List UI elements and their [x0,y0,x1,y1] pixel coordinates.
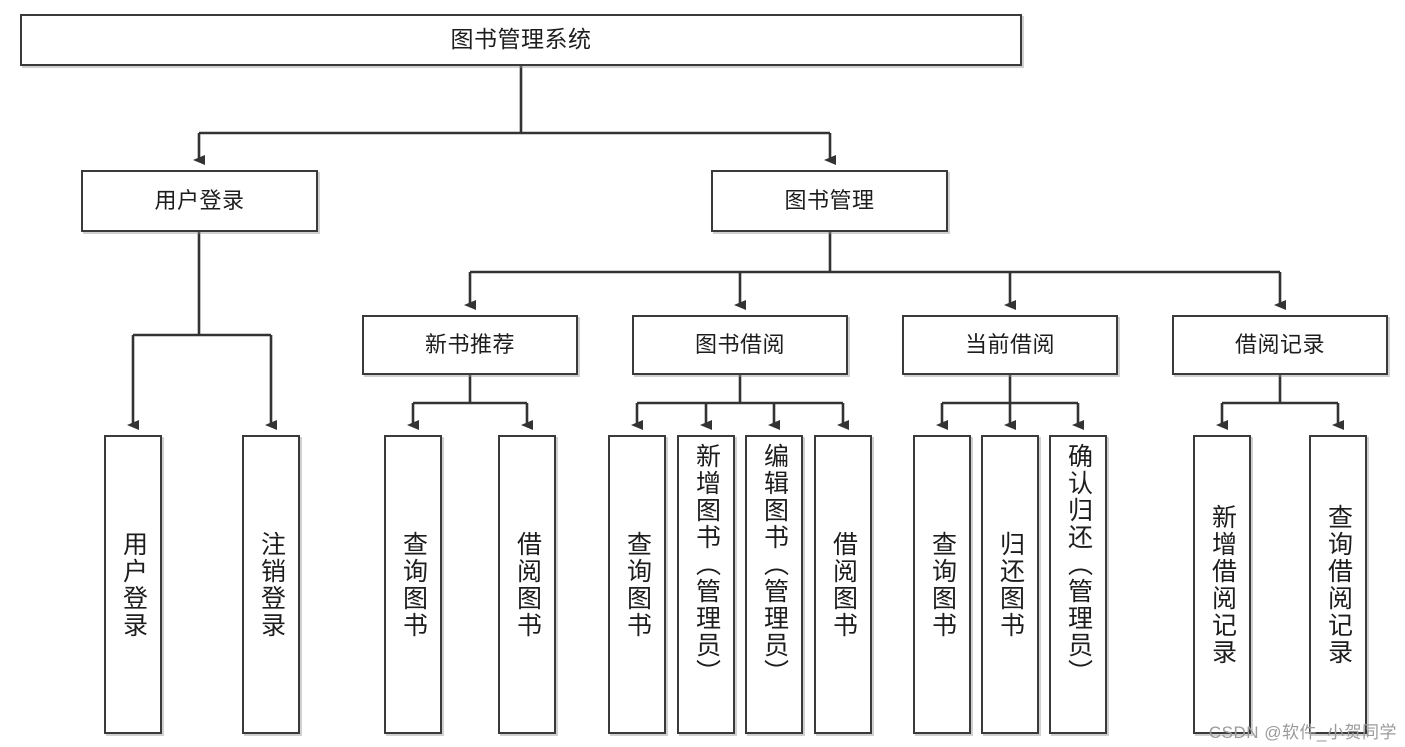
csdn-watermark: CSDN @软件_小贺同学 [1208,723,1397,742]
node-label: 确认归还（管理员） [1064,443,1093,686]
leaf-user-login-signin[interactable]: 用户登录 [104,435,162,734]
leaf-current-borrow-confirm-return-admin[interactable]: 确认归还（管理员） [1049,435,1107,734]
leaf-book-borrow-edit-book-admin[interactable]: 编辑图书（管理员） [745,435,803,734]
node-book-borrow[interactable]: 图书借阅 [632,315,848,375]
node-label: 查询图书 [928,530,957,639]
node-label: 借阅图书 [829,530,858,639]
leaf-user-login-signout[interactable]: 注销登录 [242,435,300,734]
node-label: 查询图书 [399,530,428,639]
node-label: 归还图书 [996,530,1025,639]
leaf-current-borrow-query-book[interactable]: 查询图书 [913,435,971,734]
node-label: 用户登录 [119,530,148,639]
node-label: 用户登录 [154,187,245,213]
node-label: 新增借阅记录 [1208,503,1237,666]
node-label: 图书借阅 [694,331,785,357]
leaf-book-borrow-borrow-book[interactable]: 借阅图书 [814,435,872,734]
node-label: 图书管理系统 [450,26,592,53]
node-label: 查询借阅记录 [1324,503,1353,666]
leaf-current-borrow-return-book[interactable]: 归还图书 [981,435,1039,734]
node-label: 新增图书（管理员） [692,443,721,686]
node-label: 注销登录 [257,530,286,639]
node-label: 图书管理 [784,187,875,213]
leaf-new-book-query-book[interactable]: 查询图书 [384,435,442,734]
node-borrow-record[interactable]: 借阅记录 [1172,315,1388,375]
node-label: 编辑图书（管理员） [760,443,789,686]
leaf-book-borrow-add-book-admin[interactable]: 新增图书（管理员） [677,435,735,734]
node-book-management[interactable]: 图书管理 [711,170,948,232]
leaf-new-book-borrow-book[interactable]: 借阅图书 [498,435,556,734]
leaf-borrow-record-query-record[interactable]: 查询借阅记录 [1309,435,1367,734]
node-current-borrow[interactable]: 当前借阅 [902,315,1118,375]
node-label: 当前借阅 [964,331,1055,357]
node-user-login[interactable]: 用户登录 [81,170,318,232]
node-label: 借阅记录 [1234,331,1325,357]
leaf-book-borrow-query-book[interactable]: 查询图书 [608,435,666,734]
leaf-borrow-record-add-record[interactable]: 新增借阅记录 [1193,435,1251,734]
node-label: 借阅图书 [513,530,542,639]
node-root-book-management-system[interactable]: 图书管理系统 [20,14,1022,66]
node-label: 新书推荐 [424,331,515,357]
node-label: 查询图书 [623,530,652,639]
node-new-book-recommend[interactable]: 新书推荐 [362,315,578,375]
